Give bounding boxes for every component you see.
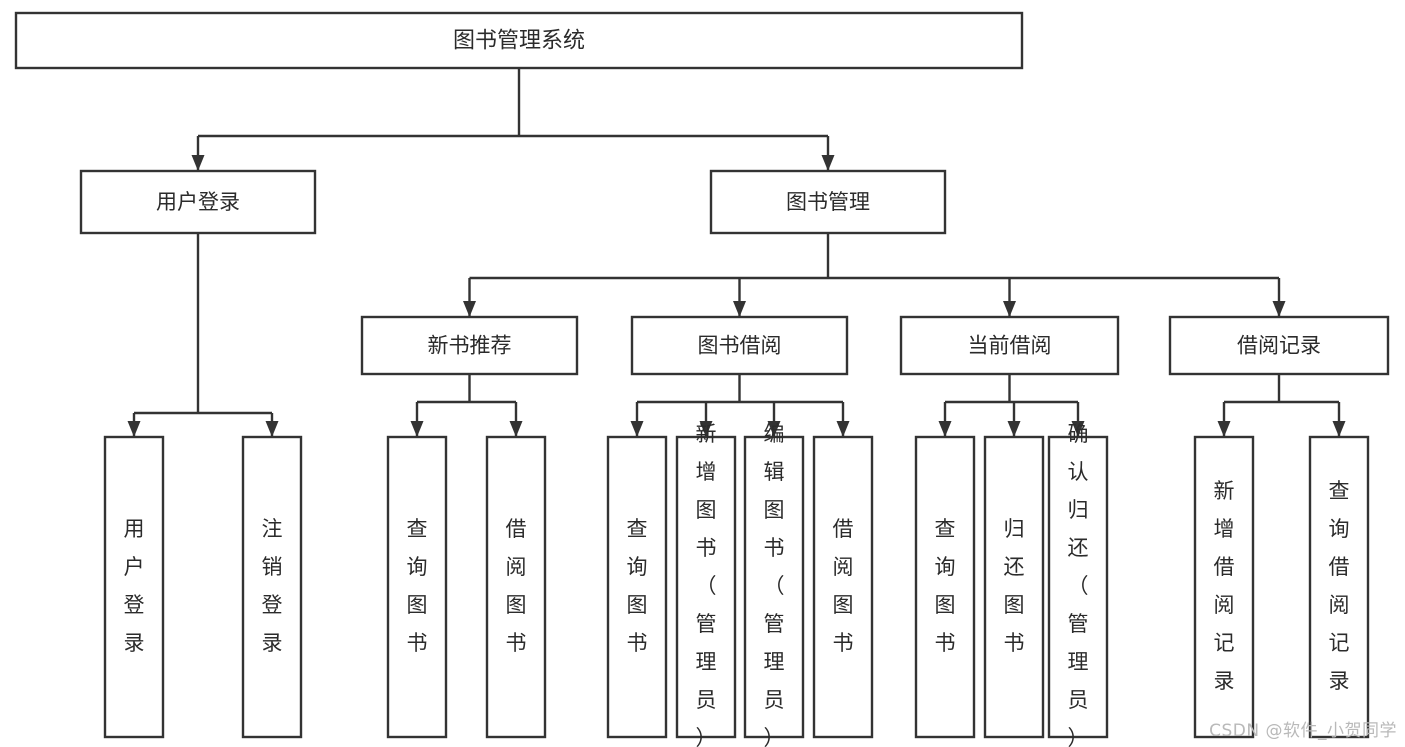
node-leaf-confirm-return[interactable]: 确认归还（管理员）	[1047, 422, 1109, 747]
node-box	[675, 435, 737, 739]
node-leaf-query-record[interactable]: 查询借阅记录	[1308, 435, 1370, 739]
node-box	[103, 435, 165, 739]
node-box	[14, 11, 1024, 70]
node-leaf-query-book-2[interactable]: 查询图书	[606, 435, 668, 739]
node-leaf-logout[interactable]: 注销登录	[241, 435, 303, 739]
connector-arrow-icon	[191, 155, 205, 171]
connector-arrow-icon	[265, 421, 279, 437]
connector-arrow-icon	[1071, 421, 1085, 437]
node-label: 确认归还（管理员）	[1068, 422, 1089, 747]
connector-arrow-icon	[509, 421, 523, 437]
connector-arrow-icon	[821, 155, 835, 171]
node-box	[485, 435, 547, 739]
node-leaf-query-book-3[interactable]: 查询图书	[914, 435, 976, 739]
node-leaf-query-book-1[interactable]: 查询图书	[386, 435, 448, 739]
node-leaf-user-login[interactable]: 用户登录	[103, 435, 165, 739]
node-label: 新书推荐	[428, 334, 512, 358]
connector-arrow-icon	[1007, 421, 1021, 437]
node-leaf-add-record[interactable]: 新增借阅记录	[1193, 435, 1255, 739]
node-label: 查询图书	[935, 517, 956, 655]
node-box	[709, 169, 947, 235]
node-book-manage[interactable]: 图书管理	[709, 169, 947, 235]
node-label: 注销登录	[262, 517, 283, 655]
node-label: 编辑图书（管理员）	[764, 422, 785, 747]
node-borrow-record[interactable]: 借阅记录	[1168, 315, 1390, 376]
connector-arrow-icon	[938, 421, 952, 437]
node-leaf-edit-book[interactable]: 编辑图书（管理员）	[743, 422, 805, 747]
connector-arrow-icon	[767, 421, 781, 437]
node-leaf-borrow-book-2[interactable]: 借阅图书	[812, 435, 874, 739]
node-current-borrow[interactable]: 当前借阅	[899, 315, 1120, 376]
connector-arrow-icon	[1217, 421, 1231, 437]
connector-arrow-icon	[630, 421, 644, 437]
node-box	[79, 169, 317, 235]
node-box	[914, 435, 976, 739]
connector-arrow-icon	[463, 301, 476, 317]
node-label: 借阅图书	[506, 517, 527, 655]
connector-arrow-icon	[733, 301, 746, 317]
node-user-login[interactable]: 用户登录	[79, 169, 317, 235]
connector-arrow-icon	[1332, 421, 1346, 437]
node-box	[743, 435, 805, 739]
node-label: 图书借阅	[698, 334, 782, 358]
connector-arrow-icon	[410, 421, 424, 437]
node-box	[606, 435, 668, 739]
node-leaf-borrow-book-1[interactable]: 借阅图书	[485, 435, 547, 739]
node-leaf-return-book[interactable]: 归还图书	[983, 435, 1045, 739]
node-root[interactable]: 图书管理系统	[14, 11, 1024, 70]
node-box	[630, 315, 849, 376]
node-box	[1308, 435, 1370, 739]
connector-arrow-icon	[1003, 301, 1016, 317]
node-box	[1193, 435, 1255, 739]
node-leaf-add-book[interactable]: 新增图书（管理员）	[675, 422, 737, 747]
node-label: 查询图书	[627, 517, 648, 655]
node-label: 借阅图书	[833, 517, 854, 655]
connector-arrow-icon	[127, 421, 141, 437]
node-label: 图书管理系统	[453, 29, 585, 54]
node-label: 查询借阅记录	[1329, 479, 1350, 693]
node-box	[1047, 435, 1109, 739]
node-label: 查询图书	[407, 517, 428, 655]
node-label: 借阅记录	[1237, 334, 1321, 358]
node-label: 归还图书	[1004, 517, 1025, 655]
node-box	[983, 435, 1045, 739]
connector-arrow-icon	[699, 421, 713, 437]
node-box	[241, 435, 303, 739]
node-label: 新增借阅记录	[1214, 479, 1235, 693]
watermark-label: CSDN @软件_小贺同学	[1209, 721, 1397, 741]
node-box	[899, 315, 1120, 376]
node-label: 图书管理	[786, 190, 870, 214]
node-label: 当前借阅	[968, 334, 1052, 358]
node-label: 用户登录	[156, 190, 240, 214]
node-new-book-rec[interactable]: 新书推荐	[360, 315, 579, 376]
node-box	[1168, 315, 1390, 376]
node-box	[812, 435, 874, 739]
connector-arrow-icon	[1272, 301, 1286, 317]
node-book-borrow[interactable]: 图书借阅	[630, 315, 849, 376]
node-label: 新增图书（管理员）	[696, 422, 717, 747]
node-label: 用户登录	[124, 517, 145, 655]
node-box	[360, 315, 579, 376]
node-box	[386, 435, 448, 739]
connector-arrow-icon	[836, 421, 850, 437]
